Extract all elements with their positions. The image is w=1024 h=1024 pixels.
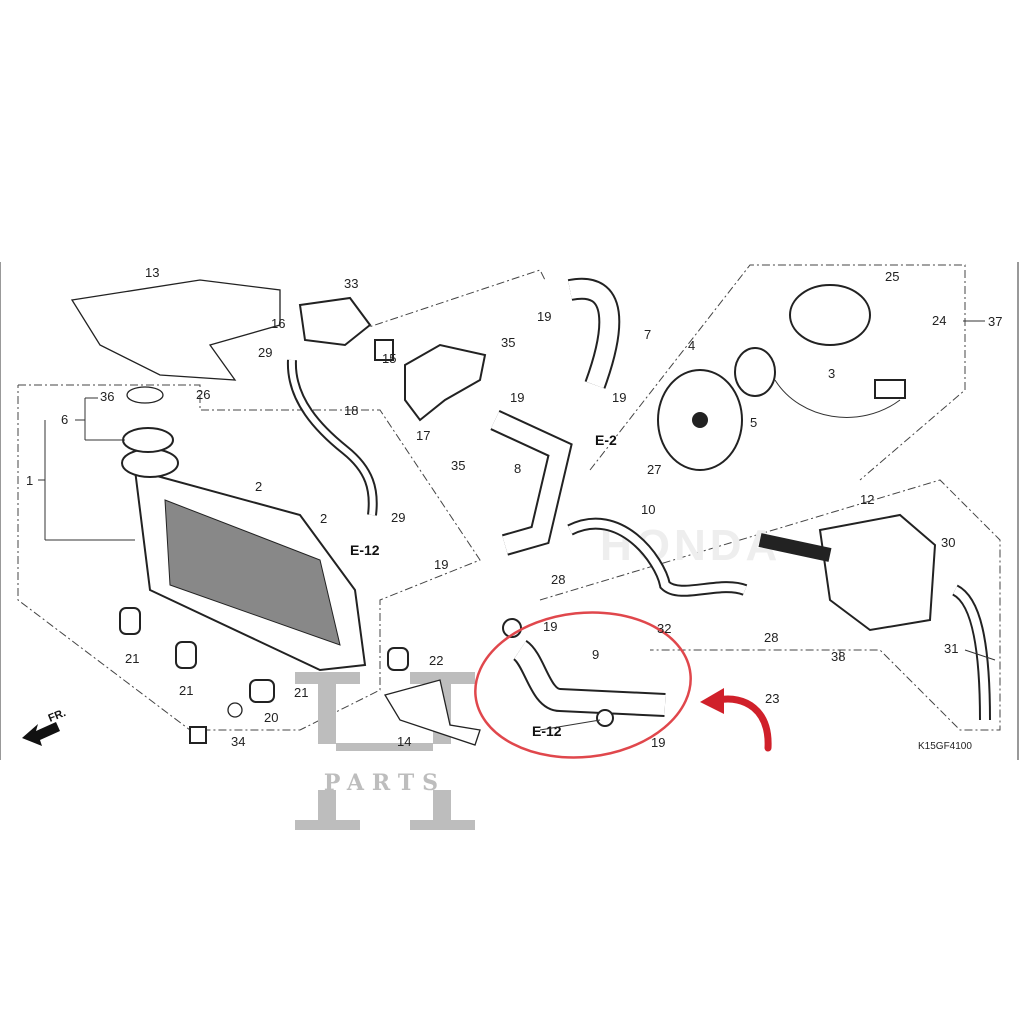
callout-29: 29 [258,345,272,360]
callout-20: 20 [264,710,278,725]
callout-4: 4 [688,338,695,353]
part-36-oring [126,386,164,404]
callout-23: 23 [765,691,779,706]
part-15-thermostat [374,339,394,361]
callout-19: 19 [510,390,524,405]
callout-19: 19 [434,557,448,572]
part-1-radiator [121,448,367,672]
callout-32: 32 [657,621,671,636]
callout-14: 14 [397,734,411,749]
callout-26: 26 [196,387,210,402]
part-20-collar [227,702,243,718]
callout-35: 35 [451,458,465,473]
callout-10: 10 [641,502,655,517]
part-14-shroud [384,679,481,746]
reservoir-group-outline [539,479,1001,731]
callout-19: 19 [543,619,557,634]
part-17-joint [404,343,487,422]
part-13-bracket [70,279,281,381]
front-direction-arrow-icon: FR. [22,707,68,746]
callout-15: 15 [382,351,396,366]
callout-34: 34 [231,734,245,749]
ref-e2[interactable]: E-2 [595,432,617,448]
callout-2: 2 [255,479,262,494]
highlight-circle [474,611,692,759]
callout-21: 21 [125,651,139,666]
part-6-radiator-cap [122,427,174,453]
callout-3: 3 [828,366,835,381]
red-pointer-arrow-icon [700,688,772,752]
callout-36: 36 [100,389,114,404]
fan-wire [774,379,901,418]
callout-9: 9 [592,647,599,662]
callout-37: 37 [988,314,1002,329]
callout-19: 19 [612,390,626,405]
leader-lines [38,320,996,731]
callout-25: 25 [885,269,899,284]
part-5-fan-motor [734,347,776,397]
part-21-rubber [175,641,197,669]
callout-30: 30 [941,535,955,550]
hh-parts-watermark: PARTS [295,672,475,830]
callout-6: 6 [61,412,68,427]
diagram-code: K15GF4100 [918,741,972,752]
part-3-fan-shroud [789,284,871,346]
callout-29: 29 [391,510,405,525]
callout-13: 13 [145,265,159,280]
callout-27: 27 [647,462,661,477]
part-22-rubber [387,647,409,671]
callout-2: 2 [320,511,327,526]
callout-21: 21 [179,683,193,698]
watermark-text: PARTS [324,770,446,796]
part-21-rubber [249,679,275,703]
group-outline [359,269,546,331]
front-label: FR. [47,707,68,725]
callout-38: 38 [831,649,845,664]
callout-17: 17 [416,428,430,443]
callout-28: 28 [551,572,565,587]
callout-18: 18 [344,403,358,418]
callout-24: 24 [932,313,946,328]
callout-28: 28 [764,630,778,645]
callout-16: 16 [271,316,285,331]
part-19-clamp [596,709,614,727]
part-34-bolt [189,726,207,744]
callout-31: 31 [944,641,958,656]
part-16-thermostat-housing [298,296,372,347]
fan-connector [874,379,906,399]
radiator-group-outline [17,384,481,731]
callout-33: 33 [344,276,358,291]
callout-35: 35 [501,335,515,350]
callout-5: 5 [750,415,757,430]
callout-labels: 13 33 16 29 15 35 19 7 4 25 24 37 3 36 2… [26,265,1002,750]
tank-hose [758,533,832,562]
callout-7: 7 [644,327,651,342]
callout-19: 19 [537,309,551,324]
ref-e12[interactable]: E-12 [350,542,380,558]
callout-21: 21 [294,685,308,700]
callout-22: 22 [429,653,443,668]
callout-1: 1 [26,473,33,488]
part-12-reserve-tank [818,513,937,632]
fan-group-outline [589,264,966,481]
callout-8: 8 [514,461,521,476]
callout-19: 19 [651,735,665,750]
callout-12: 12 [860,492,874,507]
ref-e12[interactable]: E-12 [532,723,562,739]
fan-hub [692,412,708,428]
part-21-rubber [119,607,141,635]
